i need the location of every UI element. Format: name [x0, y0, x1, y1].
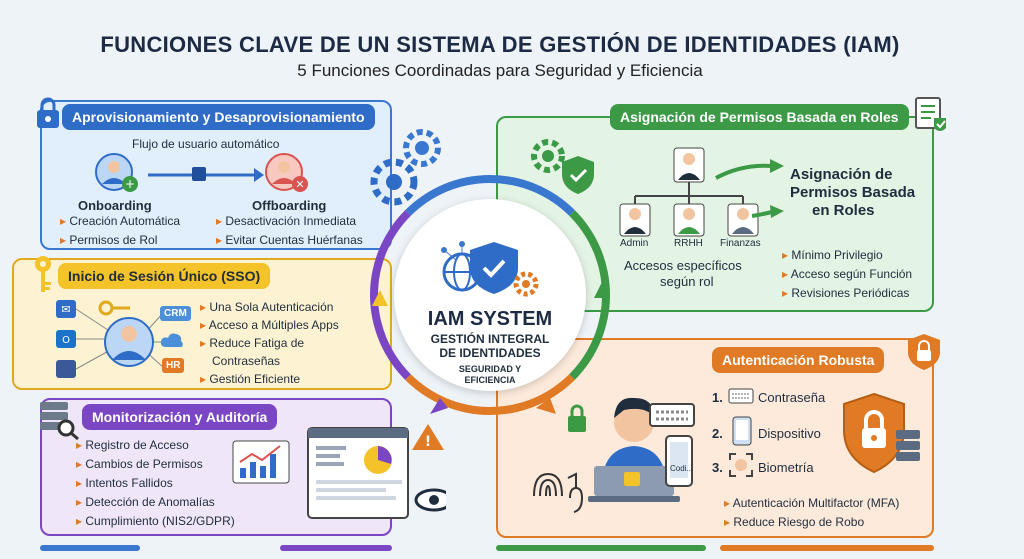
bottom-bar-purple — [280, 545, 392, 551]
svg-text:✕: ✕ — [295, 178, 304, 191]
rbac-big3: en Roles — [812, 202, 875, 219]
role-finanzas: Finanzas — [720, 238, 761, 249]
rbac-note2: según rol — [660, 274, 714, 289]
flow-arrow-icon — [148, 167, 264, 182]
page-subtitle: 5 Funciones Coordinadas para Seguridad y… — [297, 61, 703, 80]
offboarding-label: Offboarding — [252, 198, 327, 213]
svg-text:+: + — [125, 177, 135, 191]
sso-list: Una Sola Autenticación Acceso a Múltiple… — [200, 298, 339, 388]
role-admin: Admin — [620, 238, 649, 249]
monitoring-list: Registro de Acceso Cambios de Permisos I… — [76, 436, 234, 531]
iam-center — [394, 199, 586, 391]
auth-list: Autenticación Multifactor (MFA) Reduce R… — [724, 494, 900, 532]
monitoring-title: Monitorización y Auditoría — [82, 404, 278, 430]
center-line3: SEGURIDAD Y — [458, 364, 522, 374]
key-icon — [35, 256, 51, 292]
checklist-icon — [915, 97, 946, 131]
org-chart-icon — [619, 147, 759, 237]
svg-text:!: ! — [425, 434, 431, 450]
rbac-title: Asignación de Permisos Basada en Roles — [610, 104, 909, 130]
phone-icon — [732, 416, 752, 446]
svg-text:O: O — [62, 335, 70, 346]
bottom-bar-orange — [720, 545, 934, 551]
phone-code: Codi... — [670, 464, 694, 473]
gears-icon — [370, 129, 441, 206]
shield-lock-large-icon — [843, 392, 920, 474]
keyboard-phone-icon — [649, 403, 695, 487]
role-rrhh: RRHH — [674, 238, 703, 249]
user-laptop-icon — [533, 397, 680, 513]
factor-3-label: Biometría — [758, 460, 814, 475]
factor-3-num: 3. — [712, 460, 723, 475]
server-search-icon — [40, 402, 79, 440]
page-title: FUNCIONES CLAVE DE UN SISTEMA DE GESTIÓN… — [100, 32, 900, 57]
svg-text:✉: ✉ — [61, 303, 70, 316]
provisioning-title: Aprovisionamiento y Desaprovisionamiento — [62, 104, 375, 130]
factor-2-label: Dispositivo — [758, 426, 821, 441]
center-line2: DE IDENTIDADES — [439, 346, 541, 360]
sso-network-icon: ✉ O — [56, 300, 165, 378]
shield-lock-icon — [908, 334, 940, 370]
cycle-arrows-icon — [372, 282, 610, 414]
factor-1-num: 1. — [712, 390, 723, 405]
bottom-bar-green — [496, 545, 706, 551]
auth-title: Autenticación Robusta — [712, 347, 885, 373]
keyboard-icon — [728, 388, 754, 404]
onboarding-list: Creación Automática Permisos de Rol — [60, 212, 180, 250]
user-add-icon: + — [95, 153, 138, 192]
offboarding-list: Desactivación Inmediata Evitar Cuentas H… — [216, 212, 362, 250]
factor-1-label: Contraseña — [758, 390, 826, 405]
cloud-icon — [160, 333, 183, 347]
hr-badge: HR — [162, 358, 185, 373]
bottom-bar-blue — [40, 545, 140, 551]
center-line1: GESTIÓN INTEGRAL — [430, 332, 550, 346]
rbac-big1: Asignación de — [790, 166, 893, 183]
factor-2-num: 2. — [712, 426, 723, 441]
sso-title: Inicio de Sesión Único (SSO) — [58, 263, 271, 289]
user-remove-icon: ✕ — [265, 153, 308, 192]
chart-icon — [232, 440, 290, 484]
onboarding-label: Onboarding — [78, 198, 152, 213]
rbac-list: Mínimo Privilegio Acceso según Función R… — [782, 246, 912, 303]
crm-badge: CRM — [160, 306, 191, 321]
rbac-big2: Permisos Basada — [790, 184, 916, 201]
dashboard-icon: ! — [307, 424, 446, 519]
center-line4: EFICIENCIA — [464, 375, 516, 385]
rbac-note1: Accesos específicos — [624, 258, 742, 273]
green-arrows-icon — [715, 159, 784, 218]
center-title: IAM SYSTEM — [427, 308, 553, 330]
globe-shield-icon — [441, 241, 539, 297]
padlock-icon — [37, 97, 59, 128]
flow-label: Flujo de usuario automático — [132, 137, 280, 151]
gear-shield-icon — [531, 139, 594, 194]
face-scan-icon — [729, 453, 753, 477]
